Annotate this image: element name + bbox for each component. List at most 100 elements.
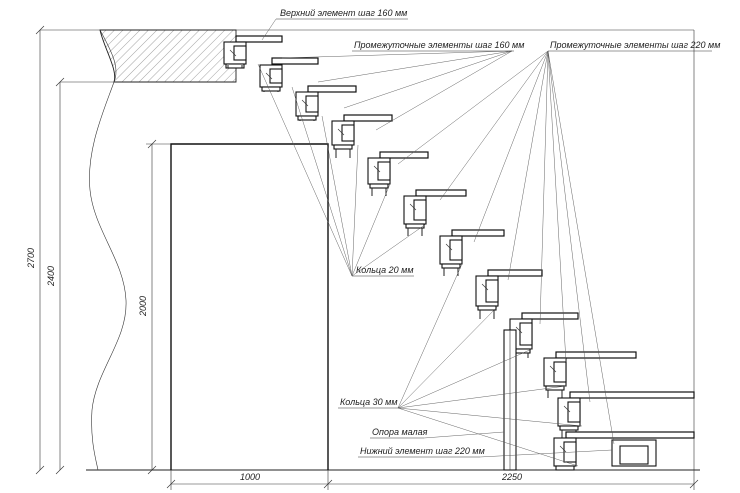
module-flange bbox=[305, 95, 319, 113]
stair-step bbox=[331, 114, 393, 158]
module-flange bbox=[413, 199, 427, 221]
leader-line bbox=[439, 50, 549, 201]
ring bbox=[545, 385, 565, 391]
leader-line bbox=[479, 449, 613, 458]
dimension-2700: 2700 bbox=[26, 248, 36, 269]
tread bbox=[565, 431, 695, 439]
stair-step bbox=[223, 35, 283, 69]
leader-lines bbox=[257, 18, 615, 467]
leader-line bbox=[547, 50, 591, 403]
stair-step bbox=[367, 151, 429, 196]
bolt-mark bbox=[409, 203, 417, 211]
leader-line bbox=[321, 115, 353, 277]
bolt-mark bbox=[373, 165, 381, 173]
label-rings-20: Кольца 20 мм bbox=[356, 265, 414, 275]
stair-step bbox=[295, 85, 357, 121]
ring bbox=[405, 223, 425, 229]
leader-line bbox=[547, 50, 567, 363]
ring bbox=[555, 465, 575, 471]
bolt-mark bbox=[445, 243, 453, 251]
leader-line bbox=[397, 263, 463, 409]
tread bbox=[307, 85, 357, 93]
upper-floor-slab bbox=[99, 29, 237, 83]
tread bbox=[569, 391, 695, 399]
dimension-2400: 2400 bbox=[46, 266, 56, 287]
module-flange bbox=[567, 401, 581, 423]
module-flange bbox=[233, 45, 247, 61]
bolt-mark bbox=[337, 128, 345, 136]
ring bbox=[369, 183, 389, 189]
stair-step bbox=[259, 57, 319, 92]
module-flange bbox=[341, 124, 355, 142]
stair-step bbox=[543, 351, 637, 398]
dimension-total-height: 2700 bbox=[26, 25, 45, 475]
label-top-element: Верхний элемент шаг 160 мм bbox=[280, 8, 407, 18]
label-intermediate-160: Промежуточные элементы шаг 160 мм bbox=[354, 40, 524, 50]
dimension-bottom: 1000 2250 bbox=[166, 470, 699, 490]
leader-line bbox=[397, 50, 549, 165]
leader-line bbox=[473, 50, 549, 243]
leader-line bbox=[507, 50, 549, 281]
stair-step bbox=[475, 269, 543, 319]
leader-line bbox=[351, 223, 427, 277]
small-support bbox=[503, 329, 517, 471]
module-flange bbox=[269, 68, 283, 84]
dimension-2250: 2250 bbox=[501, 472, 522, 482]
leader-line bbox=[547, 50, 615, 445]
ring bbox=[333, 144, 353, 150]
ring bbox=[477, 305, 497, 311]
bolt-mark bbox=[559, 445, 567, 453]
leader-line bbox=[397, 407, 579, 467]
bolt-mark bbox=[563, 405, 571, 413]
base-inner bbox=[619, 445, 649, 465]
module-flange bbox=[449, 239, 463, 261]
leader-line bbox=[257, 63, 353, 277]
tread bbox=[451, 229, 505, 237]
module-flange bbox=[485, 279, 499, 303]
leader-line bbox=[351, 144, 359, 277]
stair-step bbox=[439, 229, 505, 276]
stair-step bbox=[509, 312, 579, 358]
label-bottom-element: Нижний элемент шаг 220 мм bbox=[360, 446, 485, 456]
stair-step bbox=[403, 189, 467, 236]
tread bbox=[379, 151, 429, 159]
leader-line bbox=[397, 305, 499, 409]
ring bbox=[559, 425, 579, 431]
module-flange bbox=[377, 161, 391, 181]
leader-line bbox=[539, 50, 549, 325]
module-flange bbox=[519, 322, 533, 346]
leader-line bbox=[397, 348, 533, 409]
label-rings-30: Кольца 30 мм bbox=[340, 397, 398, 407]
ring bbox=[261, 86, 281, 92]
ring bbox=[297, 115, 317, 121]
annotations: Верхний элемент шаг 160 мм Промежуточные… bbox=[276, 8, 720, 458]
tread bbox=[271, 57, 319, 65]
door-opening bbox=[146, 143, 329, 470]
bolt-mark bbox=[265, 72, 273, 80]
tread bbox=[235, 35, 283, 43]
tread bbox=[415, 189, 467, 197]
bolt-mark bbox=[481, 283, 489, 291]
label-intermediate-220: Промежуточные элементы шаг 220 мм bbox=[550, 40, 720, 50]
tread bbox=[343, 114, 393, 122]
bolt-mark bbox=[549, 365, 557, 373]
dimension-floor-height: 2400 bbox=[46, 77, 114, 475]
bolt-mark bbox=[301, 99, 309, 107]
leader-line bbox=[397, 407, 583, 427]
leader-line bbox=[281, 50, 513, 59]
stair-step bbox=[553, 431, 695, 471]
stair-step bbox=[557, 391, 695, 438]
wall-break-line bbox=[89, 29, 127, 471]
leader-line bbox=[397, 385, 567, 409]
leader-line bbox=[317, 50, 513, 83]
ring bbox=[225, 63, 245, 69]
tread bbox=[487, 269, 543, 277]
dimension-door-height: 2000 bbox=[138, 139, 157, 475]
bolt-mark bbox=[515, 326, 523, 334]
module-flange bbox=[553, 361, 567, 383]
leader-line bbox=[343, 50, 513, 109]
leader-line bbox=[261, 18, 277, 41]
label-small-support: Опора малая bbox=[372, 427, 428, 437]
tread bbox=[555, 351, 637, 359]
